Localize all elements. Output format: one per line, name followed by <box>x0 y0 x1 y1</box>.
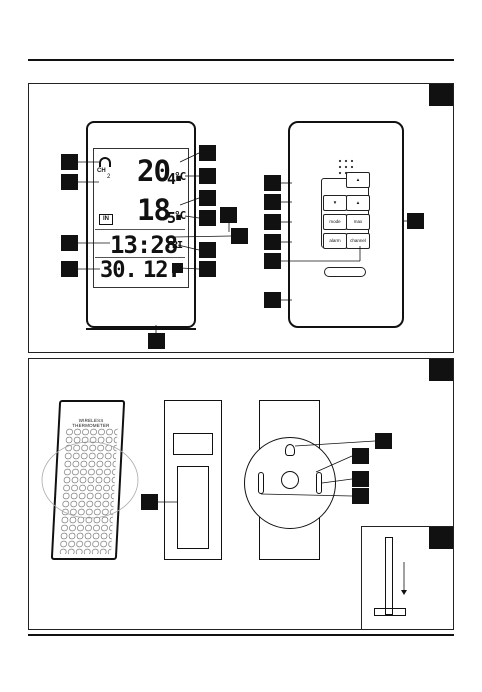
indoor-temperature: 18. <box>137 193 187 227</box>
sensor-back-battery <box>164 400 222 560</box>
display-unit-base <box>86 320 196 330</box>
callout-mount-2 <box>352 448 369 464</box>
figure-number-badge-1 <box>429 84 453 106</box>
stand-body <box>385 537 393 615</box>
mount-hint-ring <box>41 441 139 519</box>
outdoor-unit: °C <box>174 170 186 183</box>
figure-panel-3 <box>361 526 454 630</box>
back-slot <box>324 267 366 277</box>
callout-back-1 <box>264 175 281 191</box>
callout-mount-4 <box>352 488 369 504</box>
callout-clock <box>61 235 78 251</box>
indoor-badge: IN <box>99 214 113 225</box>
mount-slot-left <box>258 472 264 494</box>
callout-back-3 <box>264 214 281 230</box>
bottom-rule <box>28 634 454 636</box>
top-rule <box>28 59 454 61</box>
screen-divider-1 <box>95 229 185 230</box>
outdoor-temperature-decimal: 4 <box>167 170 176 188</box>
arrow-icon <box>401 590 407 595</box>
callout-outdoor-top <box>199 145 216 161</box>
callout-back-6 <box>264 292 281 308</box>
figure-number-badge-2 <box>429 359 453 381</box>
up-button-2[interactable]: ▲ <box>346 195 370 211</box>
callout-weekday <box>199 242 216 258</box>
callout-alarm-icon <box>231 228 248 244</box>
battery-compartment <box>177 466 209 549</box>
alarm-button[interactable]: alarm <box>323 233 347 249</box>
callout-base <box>148 333 165 349</box>
callout-date-badge <box>199 261 216 277</box>
callout-mount-3 <box>352 471 369 487</box>
callout-indoor-extra <box>220 207 237 223</box>
screen-divider-2 <box>95 257 185 258</box>
indoor-temperature-decimal: 5 <box>167 209 176 227</box>
outdoor-temperature: 20. <box>137 154 187 188</box>
indoor-unit: °C <box>174 209 186 222</box>
max-button[interactable]: max <box>346 214 370 230</box>
signal-icon <box>99 157 111 167</box>
stand-base <box>374 608 406 616</box>
callout-channel <box>61 174 78 190</box>
callout-mount-1 <box>375 433 392 449</box>
callout-date <box>61 261 78 277</box>
channel-label: CH <box>97 168 106 174</box>
callout-back-right <box>407 213 424 229</box>
callout-back-2 <box>264 194 281 210</box>
callout-indoor-top <box>199 190 216 206</box>
figure-number-badge-3 <box>429 527 453 549</box>
keyhole-icon <box>285 444 295 456</box>
date-day: 30. <box>100 258 138 283</box>
display-unit-screen <box>93 148 189 288</box>
callout-signal <box>61 154 78 170</box>
callout-back-4 <box>264 234 281 250</box>
up-button[interactable]: ▲ <box>346 172 370 188</box>
clock-time: 13:28 <box>110 231 178 259</box>
mount-center <box>281 471 299 489</box>
mount-slot-right <box>316 472 322 494</box>
callout-battery <box>141 494 158 510</box>
sensor-hanger <box>173 433 213 455</box>
callout-back-5 <box>264 253 281 269</box>
channel-number: 2 <box>107 174 111 180</box>
mode-button[interactable]: mode <box>323 214 347 230</box>
callout-indoor-unit <box>199 210 216 226</box>
callout-outdoor-unit <box>199 168 216 184</box>
clock-weekday: FRI <box>167 240 183 251</box>
channel-button[interactable]: channel <box>346 233 370 249</box>
speaker-dots <box>337 158 357 176</box>
